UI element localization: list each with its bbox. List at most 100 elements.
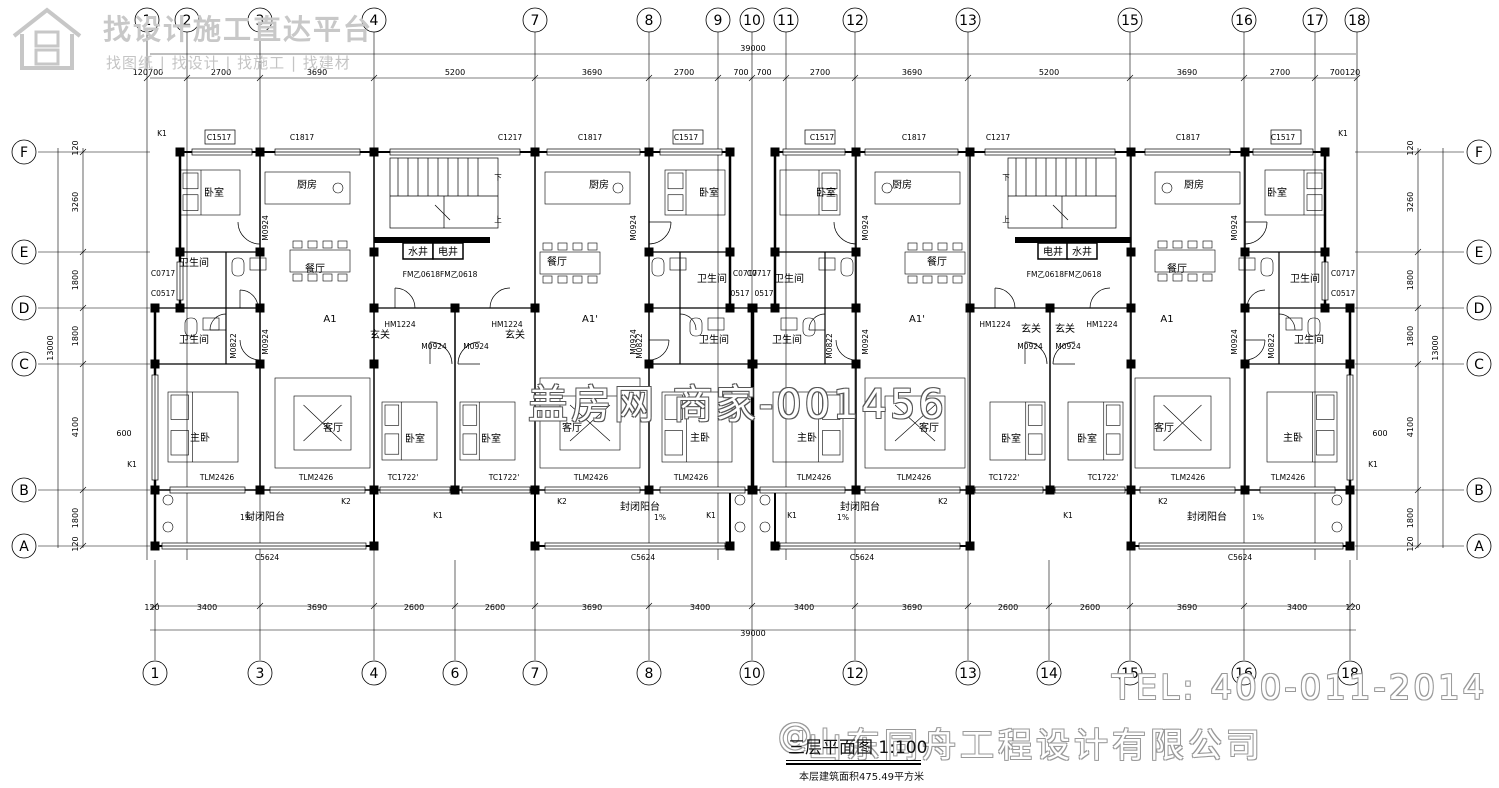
room-label: 餐厅 — [927, 255, 947, 268]
column — [644, 485, 654, 495]
column — [770, 541, 780, 551]
dimension-lines — [57, 53, 1444, 631]
column — [965, 147, 975, 157]
axis-bubble — [11, 533, 37, 559]
stair-arrow — [1052, 204, 1069, 221]
pillow — [1105, 404, 1121, 426]
opening-code: C0517 — [151, 289, 176, 298]
column — [1320, 303, 1330, 313]
dim-tick — [1311, 74, 1319, 82]
opening-code: C1817 — [578, 133, 603, 142]
axis-label: 4 — [370, 13, 379, 29]
dim-segment: 3260 — [1406, 192, 1415, 212]
chair — [542, 242, 553, 251]
room-label: 卫生间 — [772, 333, 802, 346]
dim-tick — [1045, 602, 1053, 610]
pillow — [384, 433, 400, 455]
dim-tick — [1414, 148, 1422, 156]
drain — [162, 494, 174, 506]
dim-tick — [1414, 542, 1422, 550]
shaft-label: 水井 — [1072, 245, 1092, 258]
stove — [332, 182, 344, 194]
column — [175, 303, 185, 313]
dim-tick — [1240, 74, 1248, 82]
axis-label: 3 — [256, 666, 265, 682]
dim-tick — [748, 602, 756, 610]
door-code-vertical: M0924 — [1230, 329, 1239, 355]
dining-table — [1154, 249, 1216, 273]
dim-segment: 3400 — [794, 603, 814, 612]
bed — [772, 391, 844, 463]
axis-bubble — [1466, 351, 1492, 377]
room-label: 餐厅 — [1167, 262, 1187, 275]
column — [1126, 359, 1136, 369]
axis-bubble — [1344, 7, 1370, 33]
chair — [587, 242, 598, 251]
house-logo-icon — [12, 7, 82, 70]
opening-code: HM1224 — [384, 320, 415, 329]
dim-tick — [79, 542, 87, 550]
chair — [1187, 240, 1198, 249]
pillow — [182, 172, 199, 190]
column — [150, 359, 160, 369]
opening-code: TLM2426 — [298, 473, 334, 482]
room-label: 卧室 — [699, 186, 719, 199]
column — [644, 303, 654, 313]
axis-bubble — [739, 7, 765, 33]
opening-code: C1817 — [290, 133, 315, 142]
dining-table — [539, 251, 601, 275]
column — [725, 303, 735, 313]
axis-bubble — [1466, 239, 1492, 265]
axis-bubble — [955, 660, 981, 686]
column — [369, 147, 379, 157]
pillow — [384, 404, 400, 426]
dim-segment: 120 — [71, 140, 80, 155]
dim-tick — [531, 74, 539, 82]
bed — [167, 391, 239, 463]
opening-code: C0717 — [1331, 269, 1356, 278]
column — [1126, 485, 1136, 495]
opening-code: 上 — [1002, 215, 1010, 224]
dim-tick — [964, 74, 972, 82]
dim-segment: 1800 — [1406, 508, 1415, 528]
axis-label: A — [1474, 539, 1484, 555]
door-code-vertical: M0924 — [629, 215, 638, 241]
door-swing — [1244, 221, 1268, 245]
opening-code: C5624 — [631, 553, 656, 562]
chair — [952, 275, 963, 284]
axis-label: 13 — [959, 666, 977, 682]
pillow — [1316, 430, 1335, 456]
room-label: 卫生间 — [697, 272, 727, 285]
room-label: 封闭阳台 — [620, 500, 660, 513]
opening-code: C0717 — [151, 269, 176, 278]
room-label: A1' — [909, 314, 925, 325]
opening-code: 下 — [494, 173, 502, 182]
opening-code: C1517 — [674, 133, 699, 142]
axis-label: 7 — [531, 13, 540, 29]
opening-code: TLM2426 — [1270, 473, 1306, 482]
dim-tick — [748, 74, 756, 82]
dim-tick — [1346, 602, 1354, 610]
axis-label: 4 — [370, 666, 379, 682]
title-underline-thick — [786, 763, 921, 765]
room-label: 客厅 — [1154, 421, 1174, 434]
room-label: 客厅 — [323, 421, 343, 434]
room-label: 卧室 — [405, 432, 425, 445]
watermark-tel: TEL: 400-011-2014 — [1112, 668, 1488, 708]
room-label: 餐厅 — [547, 255, 567, 268]
opening-code: C1217 — [986, 133, 1011, 142]
basin — [669, 257, 687, 271]
dim-side: 600 — [116, 429, 131, 438]
column — [851, 359, 861, 369]
axis-label: B — [1474, 483, 1484, 499]
axis-label: 12 — [846, 666, 864, 682]
dim-tick — [79, 360, 87, 368]
chair — [922, 275, 933, 284]
room-label: 卫生间 — [1294, 333, 1324, 346]
pillow — [822, 430, 841, 456]
column — [1126, 303, 1136, 313]
chair — [922, 242, 933, 251]
dim-segment: 120 — [1345, 603, 1360, 612]
column — [725, 247, 735, 257]
door-swing — [808, 313, 826, 331]
